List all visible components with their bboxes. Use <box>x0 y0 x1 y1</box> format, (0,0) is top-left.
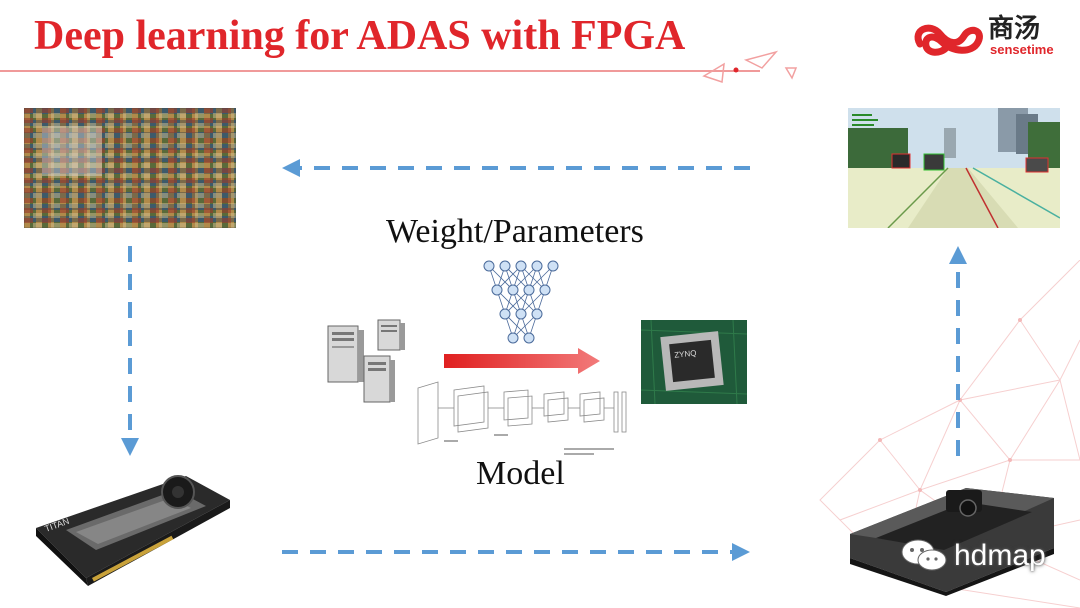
watermark-text: hdmap <box>954 539 1046 572</box>
title-decoration-triangles <box>702 50 798 84</box>
sensetime-logo <box>914 24 983 56</box>
chip-label: ZYNQ <box>674 349 697 360</box>
model-label: Model <box>476 455 565 492</box>
logo-chinese-text: 商汤 <box>988 14 1041 44</box>
arrow-head-left <box>282 159 300 177</box>
logo-english-text: sensetime <box>990 42 1054 57</box>
adas-camera-device <box>850 488 1054 596</box>
gpu-graphics-card: TITAN <box>36 475 230 586</box>
title-underline <box>0 70 760 72</box>
weights-parameters-label: Weight/Parameters <box>386 213 644 250</box>
arrow-head-right <box>732 543 750 561</box>
neural-network-icon <box>483 260 559 344</box>
road-detection-view <box>848 108 1060 228</box>
arrow-head-down <box>121 438 139 456</box>
fpga-chip-board: ZYNQ <box>641 320 747 404</box>
training-to-fpga-arrow <box>444 348 600 374</box>
image-dataset-mosaic <box>24 108 236 228</box>
wechat-icon <box>901 539 947 571</box>
slide-title: Deep learning for ADAS with FPGA <box>34 13 686 59</box>
cnn-model-diagram <box>417 381 627 455</box>
server-computers <box>327 319 405 403</box>
